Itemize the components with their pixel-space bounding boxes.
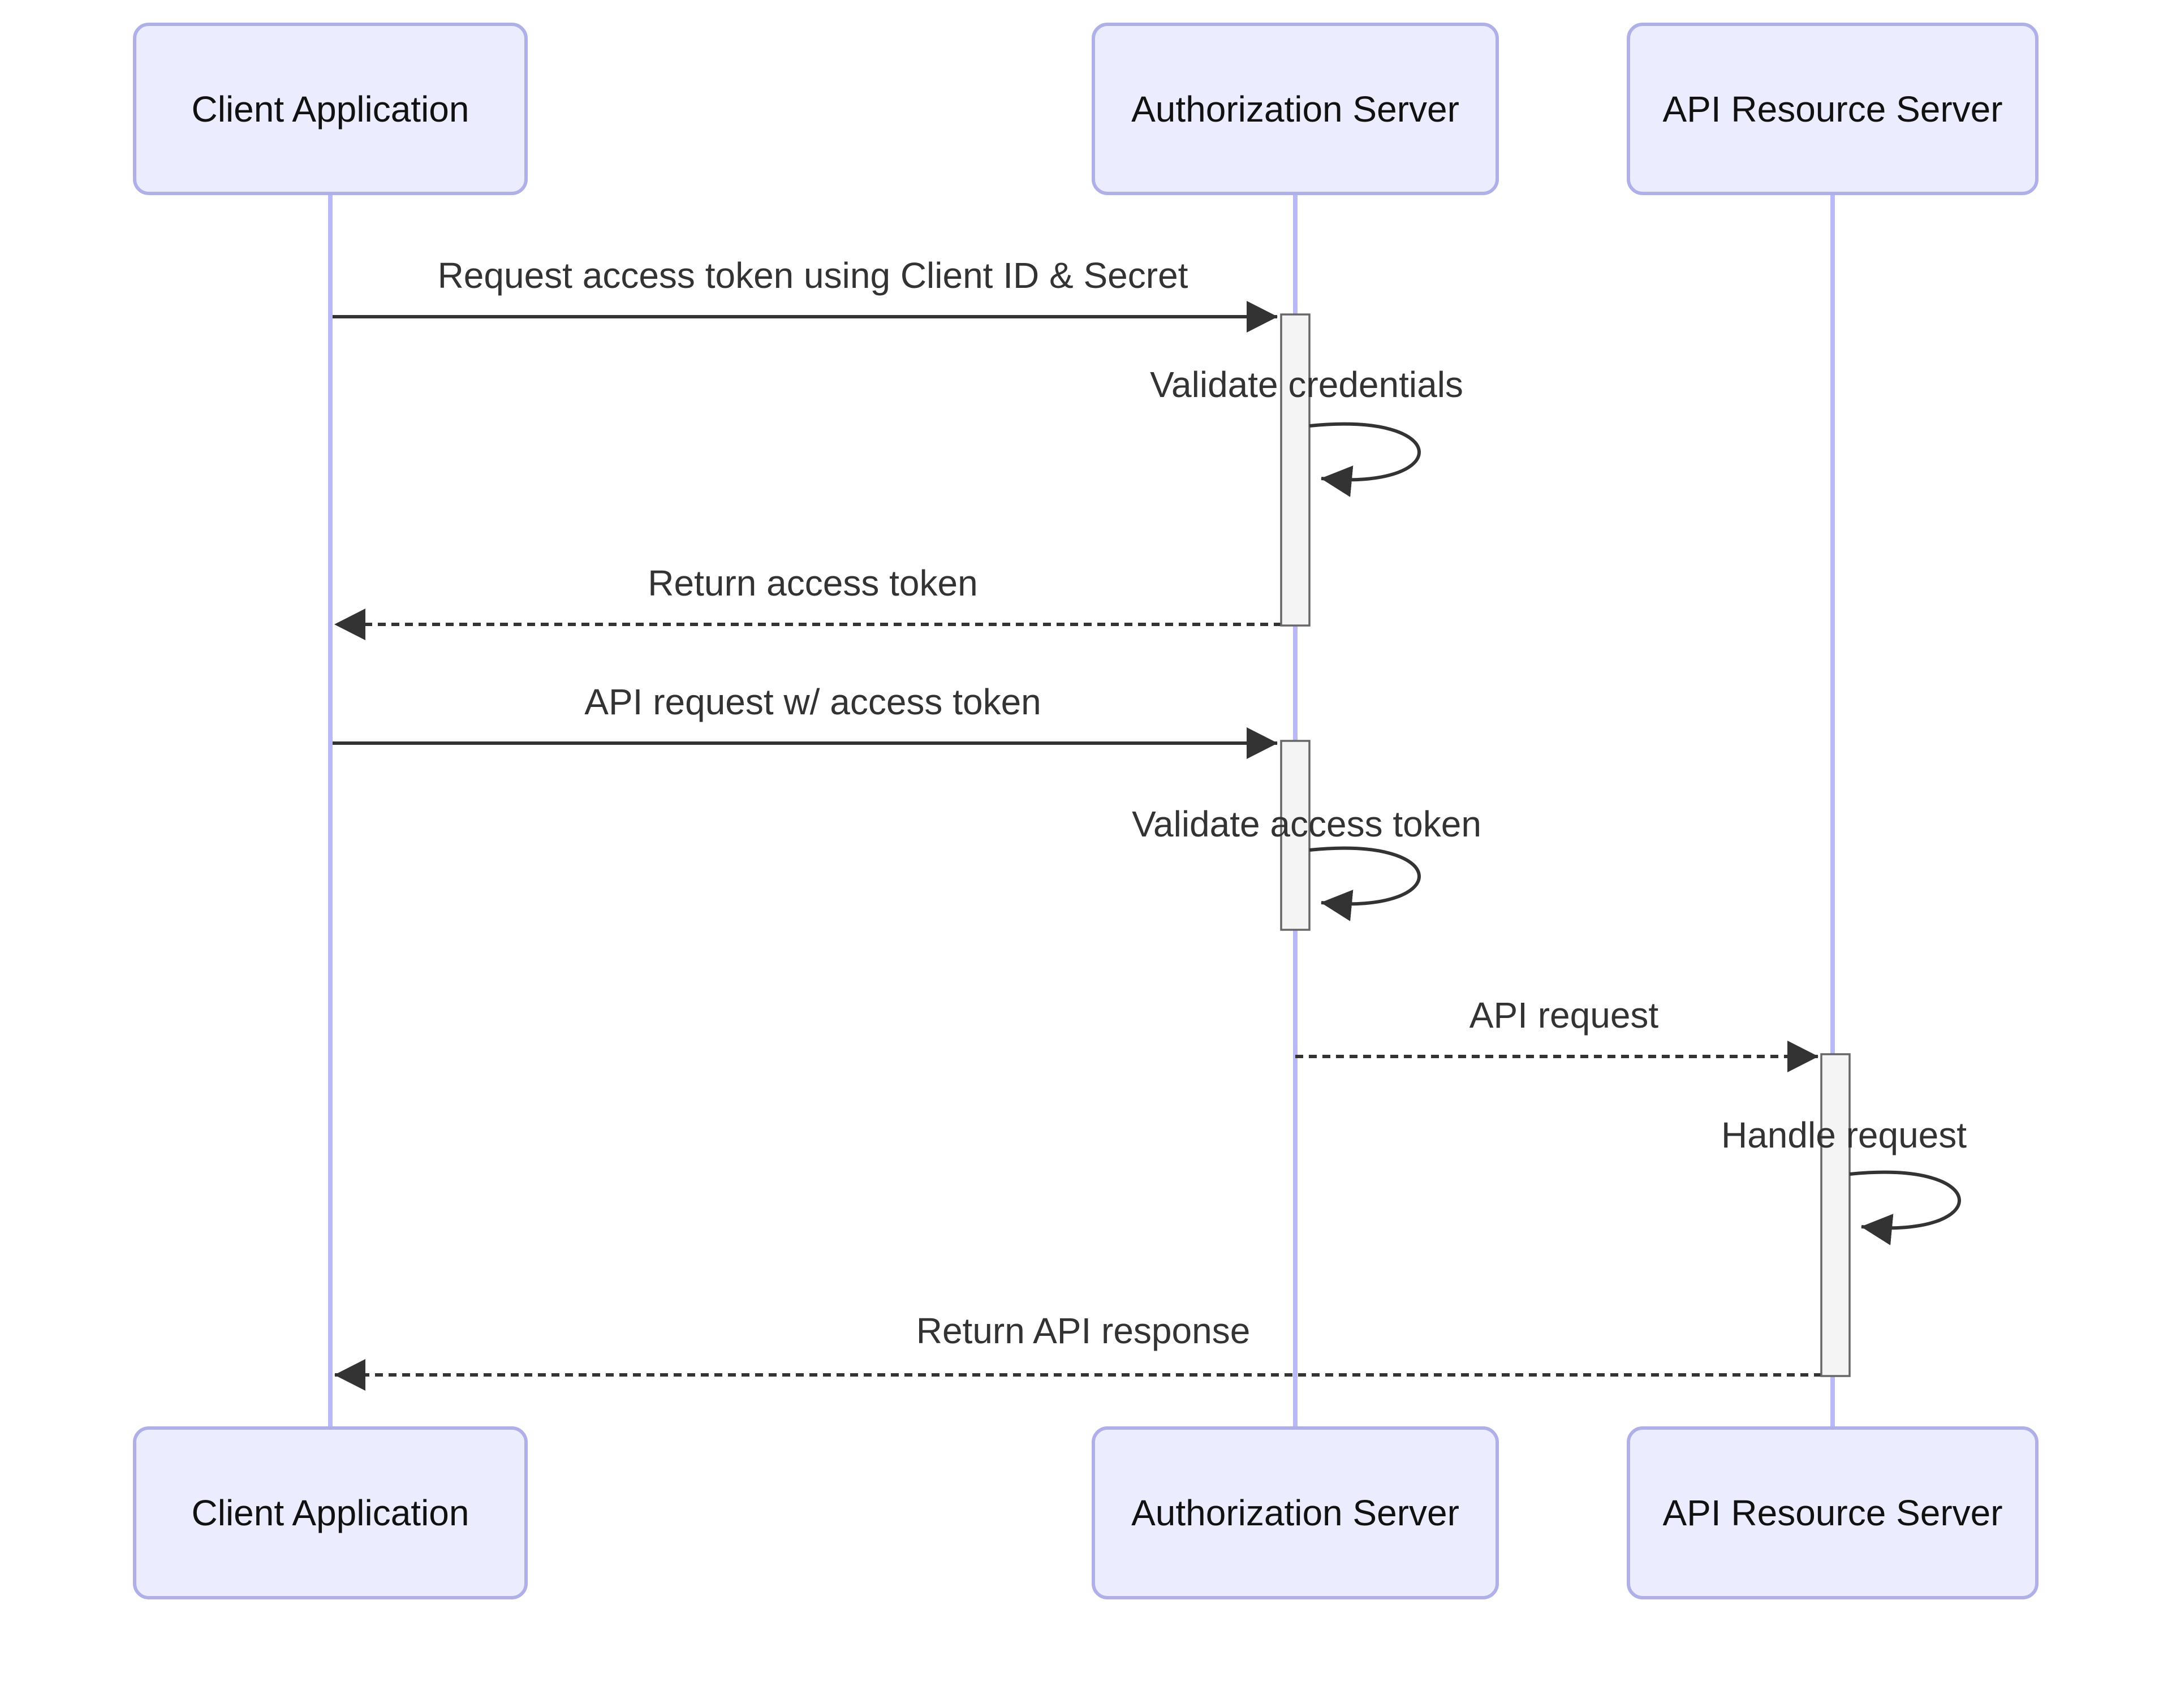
message-label-return-api-response: Return API response	[916, 1310, 1251, 1351]
message-label-handle-request: Handle request	[1721, 1115, 1967, 1155]
actor-label: Client Application	[191, 1493, 469, 1533]
actor-label: Client Application	[191, 88, 469, 130]
actor-top-api: API Resource Server	[1627, 23, 2039, 195]
message-label-request-access-token: Request access token using Client ID & S…	[437, 255, 1188, 296]
message-label-api-request: API request	[1469, 995, 1659, 1036]
actor-top-client: Client Application	[133, 23, 528, 195]
message-label-api-request-w-token: API request w/ access token	[584, 682, 1041, 722]
message-label-validate-credentials: Validate credentials	[1150, 364, 1463, 405]
actor-bottom-client: Client Application	[133, 1426, 528, 1599]
actor-bottom-auth: Authorization Server	[1092, 1426, 1499, 1599]
actor-label: API Resource Server	[1662, 88, 2003, 130]
actor-label: Authorization Server	[1131, 1493, 1459, 1533]
activation-bar-auth-1	[1280, 313, 1311, 627]
activation-bar-api	[1820, 1053, 1851, 1377]
actor-label: Authorization Server	[1131, 88, 1459, 130]
actor-top-auth: Authorization Server	[1092, 23, 1499, 195]
actor-bottom-api: API Resource Server	[1627, 1426, 2039, 1599]
activation-bar-auth-2	[1280, 740, 1311, 931]
message-label-validate-access-token: Validate access token	[1132, 804, 1481, 844]
self-loop-handle-request	[1849, 1170, 1961, 1245]
actor-label: API Resource Server	[1662, 1493, 2003, 1533]
self-loop-validate-credentials	[1309, 422, 1421, 497]
self-loop-validate-access-token	[1309, 846, 1421, 921]
message-label-return-access-token: Return access token	[648, 563, 978, 603]
